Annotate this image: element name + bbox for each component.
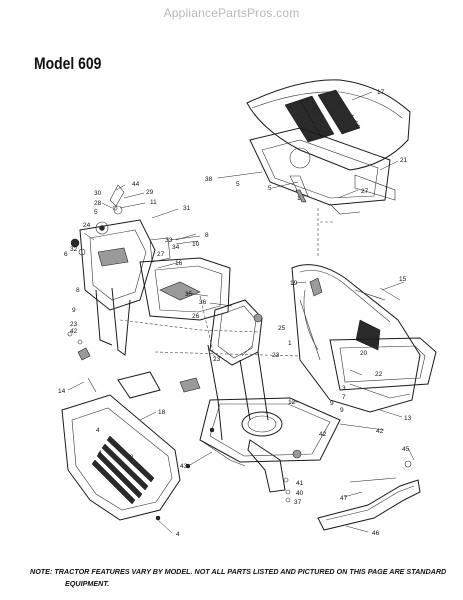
callout: 19 (290, 280, 298, 287)
callout: 20 (360, 350, 368, 357)
callout: 7 (342, 394, 346, 401)
callout: 43 (180, 463, 188, 470)
callout: 3 (342, 385, 346, 392)
callout: 5 (268, 185, 272, 192)
callout: 45 (402, 446, 410, 453)
dash-panel-assembly (70, 184, 171, 356)
frame-and-shields (119, 257, 301, 361)
callout: 13 (404, 415, 412, 422)
callout: 31 (183, 205, 191, 212)
callout: 4 (96, 427, 100, 434)
callout-labels: 17 21 38 5 27 1 44 30 29 28 11 5 31 8 10… (58, 89, 412, 538)
side-panel (61, 394, 181, 521)
footnote-line-1: NOTE: TRACTOR FEATURES VARY BY MODEL. NO… (30, 567, 447, 576)
footnote: NOTE: TRACTOR FEATURES VARY BY MODEL. NO… (30, 566, 450, 590)
callout: 42 (319, 431, 327, 438)
callout: 36 (199, 299, 207, 306)
callout: 9 (330, 400, 334, 407)
callout: 42 (376, 428, 384, 435)
callout: 30 (94, 190, 102, 197)
callout: 4 (98, 450, 102, 457)
callout: 9 (340, 407, 344, 414)
side-panel-vents (91, 435, 155, 505)
callout: 12 (288, 399, 296, 406)
callout: 28 (94, 200, 102, 207)
watermark: AppliancePartsPros.com (163, 6, 300, 20)
callout: 46 (372, 530, 380, 537)
callout: 27 (157, 251, 165, 258)
callout: 4 (176, 531, 180, 538)
callout: 8 (205, 232, 209, 239)
hardware-fasteners (67, 205, 386, 469)
model-title: Model 609 (34, 54, 102, 73)
callout: 41 (296, 480, 304, 487)
callout: 35 (185, 291, 193, 298)
callout: 25 (278, 325, 286, 332)
callout: 10 (192, 241, 200, 248)
callout: 37 (294, 499, 302, 506)
callout: 21 (400, 157, 408, 164)
callout: 17 (377, 89, 385, 96)
leader-lines (67, 91, 415, 534)
callout: 47 (340, 495, 348, 502)
chassis-plate (117, 371, 341, 493)
callout: 18 (158, 409, 166, 416)
front-bumper (283, 460, 421, 531)
callout: 34 (172, 244, 180, 251)
callout: 22 (375, 371, 383, 378)
callout: 6 (64, 251, 68, 258)
callout: 32 (70, 246, 78, 253)
callout: 5 (94, 209, 98, 216)
callout: 42 (70, 328, 78, 335)
callout: 33 (165, 237, 173, 244)
steering-column (207, 299, 269, 441)
callout: 40 (296, 490, 304, 497)
callout: 29 (146, 189, 154, 196)
hood-vent-slots (284, 89, 361, 143)
callout: 1 (288, 340, 292, 347)
callout: 5 (236, 181, 240, 188)
hood-assembly (246, 79, 411, 215)
callout: 24 (83, 222, 91, 229)
callout: 23 (272, 352, 280, 359)
callout: 9 (72, 307, 76, 314)
callout: 2 (130, 454, 134, 461)
callout: 15 (399, 276, 407, 283)
callout: 8 (76, 287, 80, 294)
callout: 11 (150, 199, 157, 206)
callout: 38 (205, 176, 213, 183)
callout: 14 (58, 388, 66, 395)
callout: 1 (297, 195, 301, 202)
callout: 44 (132, 181, 140, 188)
front-grille-assembly (291, 264, 437, 413)
callout: 23 (70, 321, 78, 328)
callout: 26 (192, 313, 200, 320)
footnote-line-2: EQUIPMENT. (65, 579, 110, 588)
callout: 27 (361, 188, 369, 195)
callout: 23 (213, 356, 221, 363)
callout: 16 (175, 260, 183, 267)
